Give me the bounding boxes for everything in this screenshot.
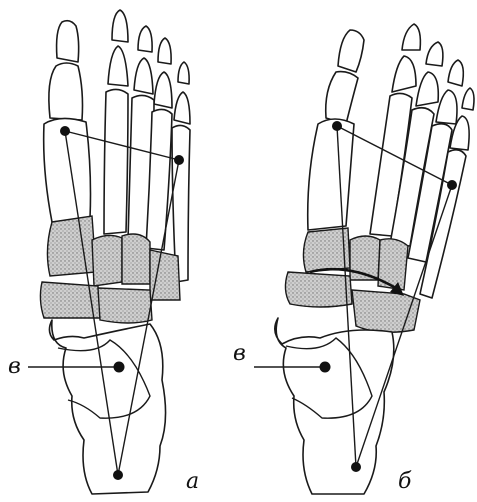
landmark-dot-first-metatarsal-a [60,126,70,136]
landmark-dot-fifth-metatarsal-b [447,180,457,190]
pointer-label-b: в [233,341,246,366]
landmark-dot-first-metatarsal-b [332,121,342,131]
landmark-dot-calcaneus-b [320,362,331,373]
calcaneus-b [275,318,394,494]
panel-label-a: а [186,469,199,494]
landmark-dot-fifth-metatarsal-a [174,155,184,165]
tarsals-b [285,228,420,332]
landmark-dot-calcaneus-a [114,362,125,373]
landmark-dot-heel-a [113,470,123,480]
pointer-label-a: в [8,354,21,379]
landmark-dot-heel-b [351,462,361,472]
panel-label-b: б [398,469,412,494]
panel-a: в а [8,10,199,494]
panel-b: в б [233,24,474,494]
